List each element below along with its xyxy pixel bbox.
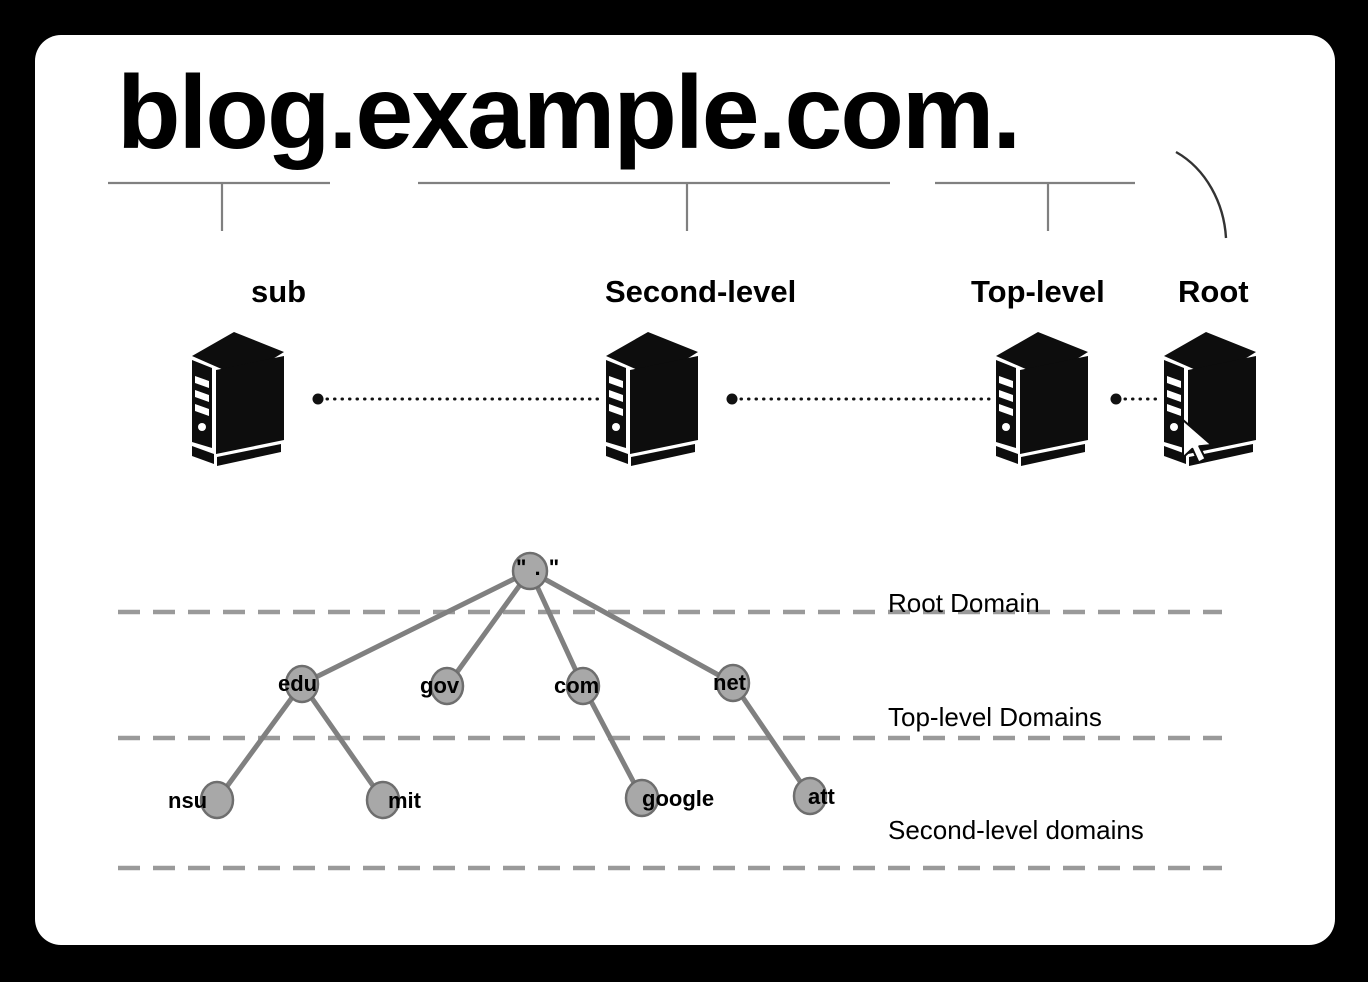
mouse-cursor-icon <box>1182 419 1213 464</box>
bracket-label-root: Root <box>1178 274 1249 309</box>
tree-label-google: google <box>642 786 715 811</box>
edge-net-att <box>730 680 813 799</box>
edge-root-com <box>527 568 586 689</box>
edge-root-net <box>527 568 736 686</box>
tree-edges-root-to-tld <box>299 568 736 689</box>
bracket-label-second-level: Second-level <box>605 274 797 309</box>
edge-root-gov <box>444 568 533 689</box>
tree-label-edu: edu <box>278 671 318 696</box>
bracket-label-sub: sub <box>251 274 307 309</box>
tree-edges-tld-to-sld <box>214 680 813 803</box>
tree-label-att: att <box>808 784 835 809</box>
server-connector-3 <box>1110 393 1160 405</box>
server-icon-root <box>1164 332 1256 466</box>
fqdn-bracket-graphics <box>108 150 1228 239</box>
server-connector-1 <box>312 393 602 405</box>
tier-label-root-domain: Root Domain <box>888 588 1040 618</box>
tree-label-nsu: nsu <box>168 788 208 813</box>
bracket-sub <box>108 181 330 231</box>
tree-label-root-quote: " . " <box>516 555 561 580</box>
fqdn-title: blog.example.com. <box>117 55 1021 171</box>
server-icon-top-level <box>996 332 1088 466</box>
tree-label-mit: mit <box>388 788 421 813</box>
tree-label-net: net <box>713 670 746 695</box>
edge-edu-mit <box>299 681 386 803</box>
edge-com-google <box>580 683 645 801</box>
bracket-second-level <box>418 181 890 231</box>
edge-root-edu <box>299 568 533 687</box>
server-connector-2 <box>726 393 992 405</box>
tree-label-gov: gov <box>420 673 460 698</box>
tier-label-top-level-domains: Top-level Domains <box>888 702 1102 732</box>
diagram-card: blog.example.com. <box>35 35 1335 945</box>
root-pointer-curve <box>1175 150 1228 239</box>
tree-label-com: com <box>554 673 600 698</box>
bracket-top-level <box>935 181 1135 231</box>
server-icon-sub <box>192 332 284 466</box>
tier-label-second-level-domains: Second-level domains <box>888 815 1144 845</box>
bracket-label-top-level: Top-level <box>971 274 1105 309</box>
edge-edu-nsu <box>214 681 305 803</box>
server-icon-second-level <box>606 332 698 466</box>
